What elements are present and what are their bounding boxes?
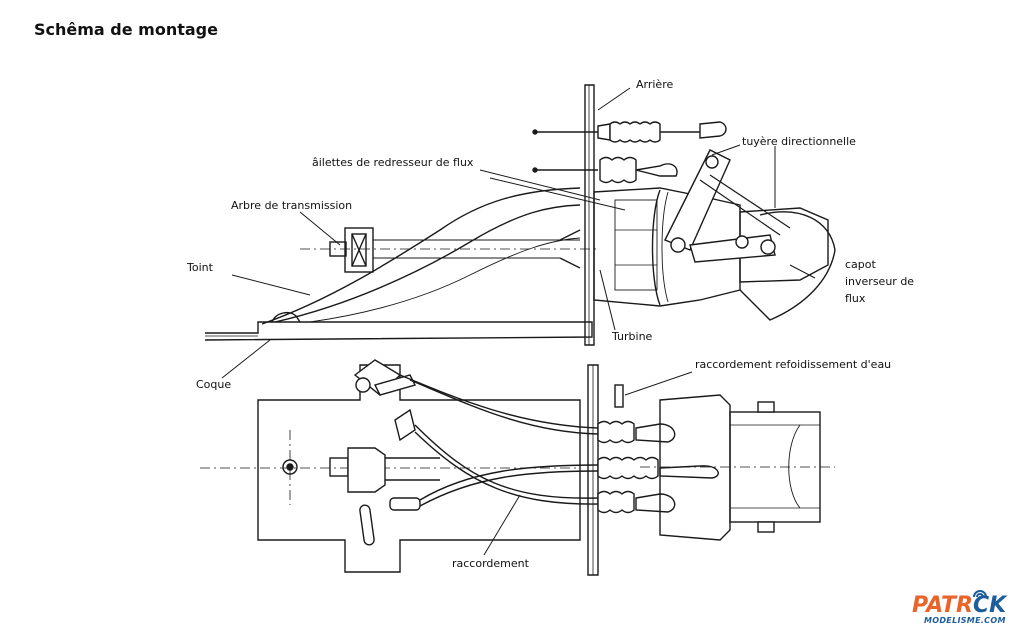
- label-raccord-eau: raccordement refoidissement d'eau: [695, 358, 891, 371]
- label-toint: Toint: [186, 261, 214, 274]
- hull-bottom: [204, 321, 593, 341]
- label-arriere: Arrière: [636, 78, 673, 91]
- boot-plan-3: [597, 490, 635, 514]
- boot-upper: [609, 121, 661, 143]
- label-capot-1: capot: [845, 258, 877, 271]
- boot-plan-2: [597, 456, 659, 480]
- label-capot-3: flux: [845, 292, 866, 305]
- logo-site: MODELISME.COM: [924, 616, 1006, 625]
- leader-lines: [221, 87, 816, 556]
- intake-duct: [261, 187, 581, 325]
- page-title: Schêma de montage: [34, 20, 218, 39]
- label-arbre: Arbre de transmission: [231, 199, 352, 212]
- label-raccordement: raccordement: [452, 557, 530, 570]
- stator-vanes: [614, 199, 658, 291]
- label-tuyere: tuyère directionnelle: [742, 135, 856, 148]
- label-capot-2: inverseur de: [845, 275, 914, 288]
- intake-plate: [257, 364, 581, 573]
- signal-icon: [973, 590, 987, 598]
- nozzle: [739, 207, 829, 283]
- plan-view: [200, 359, 835, 576]
- label-turbine: Turbine: [611, 330, 653, 343]
- label-coque: Coque: [196, 378, 231, 391]
- boot-plan-1: [597, 420, 635, 444]
- reverse-bucket: [739, 211, 836, 321]
- transom-plate: [584, 84, 595, 346]
- logo-brand-part2: CK: [972, 593, 1007, 618]
- side-view: [204, 84, 836, 346]
- water-fitting: [614, 384, 624, 408]
- servo-arm-2: [359, 504, 375, 546]
- boot-lower: [599, 156, 637, 184]
- cable-plan-2: [414, 424, 599, 499]
- pump-plan: [659, 394, 731, 541]
- label-layer: Arrière tuyère directionnelle âilettes d…: [186, 78, 914, 570]
- shaft-coupling: [344, 227, 374, 273]
- site-logo: PATRCK MODELISME.COM: [912, 590, 1022, 627]
- cable-plan-1: [399, 374, 599, 429]
- label-ailettes: âilettes de redresseur de flux: [312, 156, 474, 169]
- logo-brand-part1: PATR: [912, 593, 973, 618]
- shaft-coupling-plan: [329, 457, 349, 477]
- intake-hatch: [271, 311, 301, 323]
- cable-plan-3: [419, 464, 599, 501]
